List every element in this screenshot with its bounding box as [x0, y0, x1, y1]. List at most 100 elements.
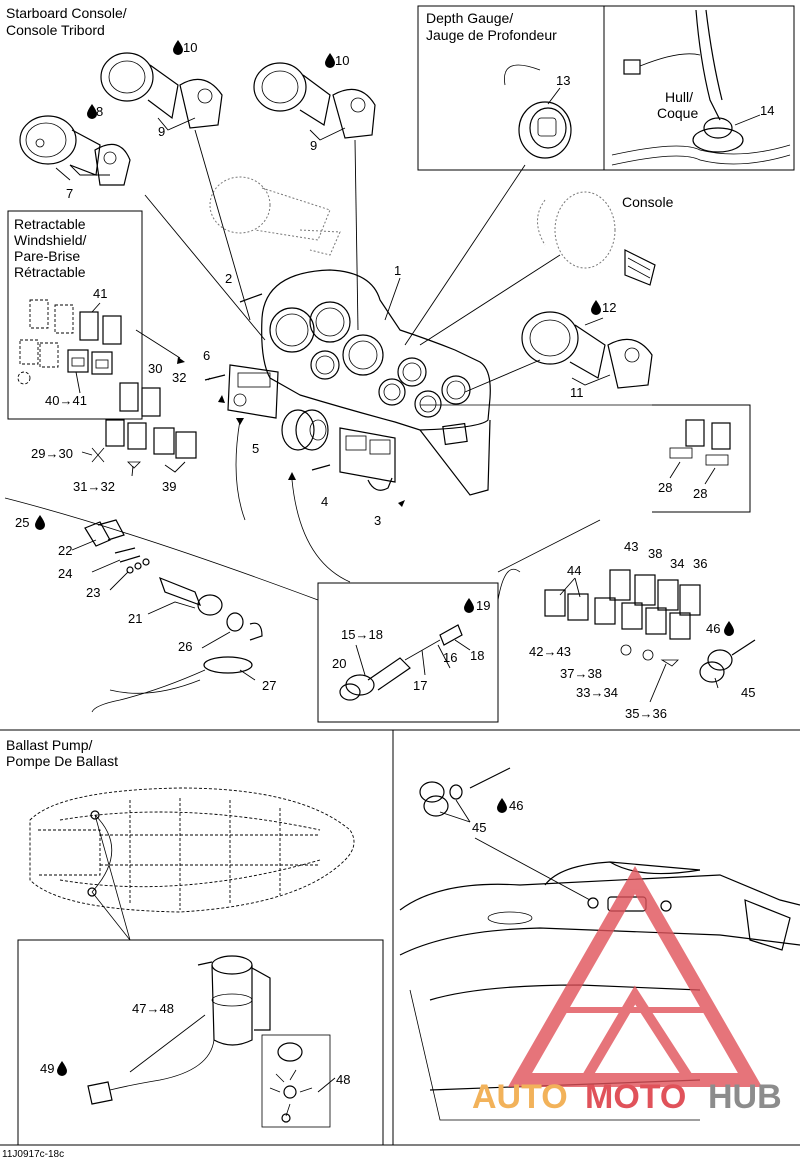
- arrows: [177, 357, 405, 507]
- watermark-text-b: MOTO: [585, 1078, 686, 1116]
- callout-13: 13: [556, 73, 570, 88]
- depth-gauge-title: Depth Gauge/: [426, 10, 513, 26]
- callout-46b: 46: [509, 798, 523, 813]
- callout-46a: 46: [706, 621, 720, 636]
- windshield-title-1: Retractable: [14, 216, 86, 232]
- switch-group-28: [669, 419, 731, 485]
- depth-gauge-13: [504, 64, 572, 159]
- switch-bezel-5: [227, 364, 279, 419]
- drop-icon: [724, 621, 734, 636]
- section-frames: [0, 5, 800, 1146]
- switch-plate-3: [339, 427, 396, 491]
- callout-19: 19: [476, 598, 490, 613]
- hull-label: Hull/: [665, 89, 693, 105]
- drop-icon: [591, 300, 601, 315]
- leader-lines-main: [55, 117, 611, 393]
- callout-26: 26: [178, 639, 192, 654]
- windshield-switches: [17, 299, 122, 394]
- ballast-pump: [87, 955, 336, 1128]
- callout-30: 30: [148, 361, 162, 376]
- callout-4: 4: [321, 494, 328, 509]
- ghost-gauge: [209, 176, 341, 256]
- drop-icon: [87, 104, 97, 119]
- callout-20: 20: [332, 656, 346, 671]
- switch-group-left: [81, 382, 197, 477]
- harness-parts: [71, 519, 263, 713]
- callout-21: 21: [128, 611, 142, 626]
- callout-10b: 10: [335, 53, 349, 68]
- callout-28b: 28: [693, 486, 707, 501]
- callout-15-18: 15→18: [341, 627, 383, 642]
- callout-8: 8: [96, 104, 103, 119]
- callout-1: 1: [394, 263, 401, 278]
- callout-5: 5: [252, 441, 259, 456]
- console-ghost: [537, 191, 656, 286]
- dashboard-panel: [261, 269, 491, 496]
- drop-icon: [35, 515, 45, 530]
- gauge-9-10-left: [100, 52, 223, 129]
- callout-14: 14: [760, 103, 774, 118]
- drop-icon: [497, 798, 507, 813]
- gauge-7-8: [19, 115, 131, 186]
- callout-17: 17: [413, 678, 427, 693]
- callout-41: 41: [93, 286, 107, 301]
- watermark-text-c: HUB: [708, 1078, 782, 1116]
- callout-22: 22: [58, 543, 72, 558]
- callout-12: 12: [602, 300, 616, 315]
- callout-11: 11: [570, 385, 584, 400]
- watermark: AUTO MOTO HUB: [472, 865, 782, 1116]
- callout-24: 24: [58, 566, 72, 581]
- callout-37-38: 37→38: [560, 666, 602, 681]
- callout-16: 16: [443, 650, 457, 665]
- ballast-pump-subtitle: Pompe De Ballast: [6, 753, 118, 769]
- drop-icon: [57, 1061, 67, 1076]
- callout-47-48: 47→48: [132, 1001, 174, 1016]
- callout-31-32: 31→32: [73, 479, 115, 494]
- windshield-title-3: Pare-Brise: [14, 248, 80, 264]
- callout-43: 43: [624, 539, 638, 554]
- hull-label-fr: Coque: [657, 105, 698, 121]
- callout-44: 44: [567, 563, 581, 578]
- callout-25: 25: [15, 515, 29, 530]
- callout-10a: 10: [183, 40, 197, 55]
- callout-38: 38: [648, 546, 662, 561]
- callout-7: 7: [66, 186, 73, 201]
- callout-3: 3: [374, 513, 381, 528]
- callout-2: 2: [225, 271, 232, 286]
- knob: [281, 409, 329, 451]
- depth-gauge-subtitle: Jauge de Profondeur: [426, 27, 557, 43]
- drop-icons: [35, 40, 734, 1076]
- callout-35-36: 35→36: [625, 706, 667, 721]
- gauge-11-12: [521, 311, 653, 389]
- callout-45a: 45: [741, 685, 755, 700]
- console-label: Console: [622, 194, 674, 210]
- callout-23: 23: [86, 585, 100, 600]
- drawing-code: 11J0917c-18c: [2, 1149, 64, 1160]
- watermark-logo: [507, 865, 763, 1087]
- callout-29-30: 29→30: [31, 446, 73, 461]
- starboard-console-subtitle: Console Tribord: [6, 22, 105, 38]
- callout-18: 18: [470, 648, 484, 663]
- callouts: 1 2 3 4 5 6 7 8 9 9 10 10 11 12 13 14 15…: [15, 40, 774, 1087]
- callout-6: 6: [203, 348, 210, 363]
- callout-42-43: 42→43: [529, 644, 571, 659]
- starboard-console-title: Starboard Console/: [6, 5, 127, 21]
- callout-32: 32: [172, 370, 186, 385]
- windshield-title-2: Windshield/: [14, 232, 86, 248]
- callout-9a: 9: [158, 124, 165, 139]
- callout-49: 49: [40, 1061, 54, 1076]
- boat-hull-ballast: [29, 787, 355, 941]
- hull-probe-14: [611, 9, 791, 166]
- callout-9b: 9: [310, 138, 317, 153]
- callout-36: 36: [693, 556, 707, 571]
- switch-group-right: [544, 569, 756, 703]
- callout-48: 48: [336, 1072, 350, 1087]
- callout-40-41: 40→41: [45, 393, 87, 408]
- key-switch-parts: [339, 624, 471, 701]
- callout-33-34: 33→34: [576, 685, 618, 700]
- drop-icon: [464, 598, 474, 613]
- rear-parts-45-46: [419, 767, 511, 823]
- gauge-9-10-right: [253, 62, 376, 139]
- callout-27: 27: [262, 678, 276, 693]
